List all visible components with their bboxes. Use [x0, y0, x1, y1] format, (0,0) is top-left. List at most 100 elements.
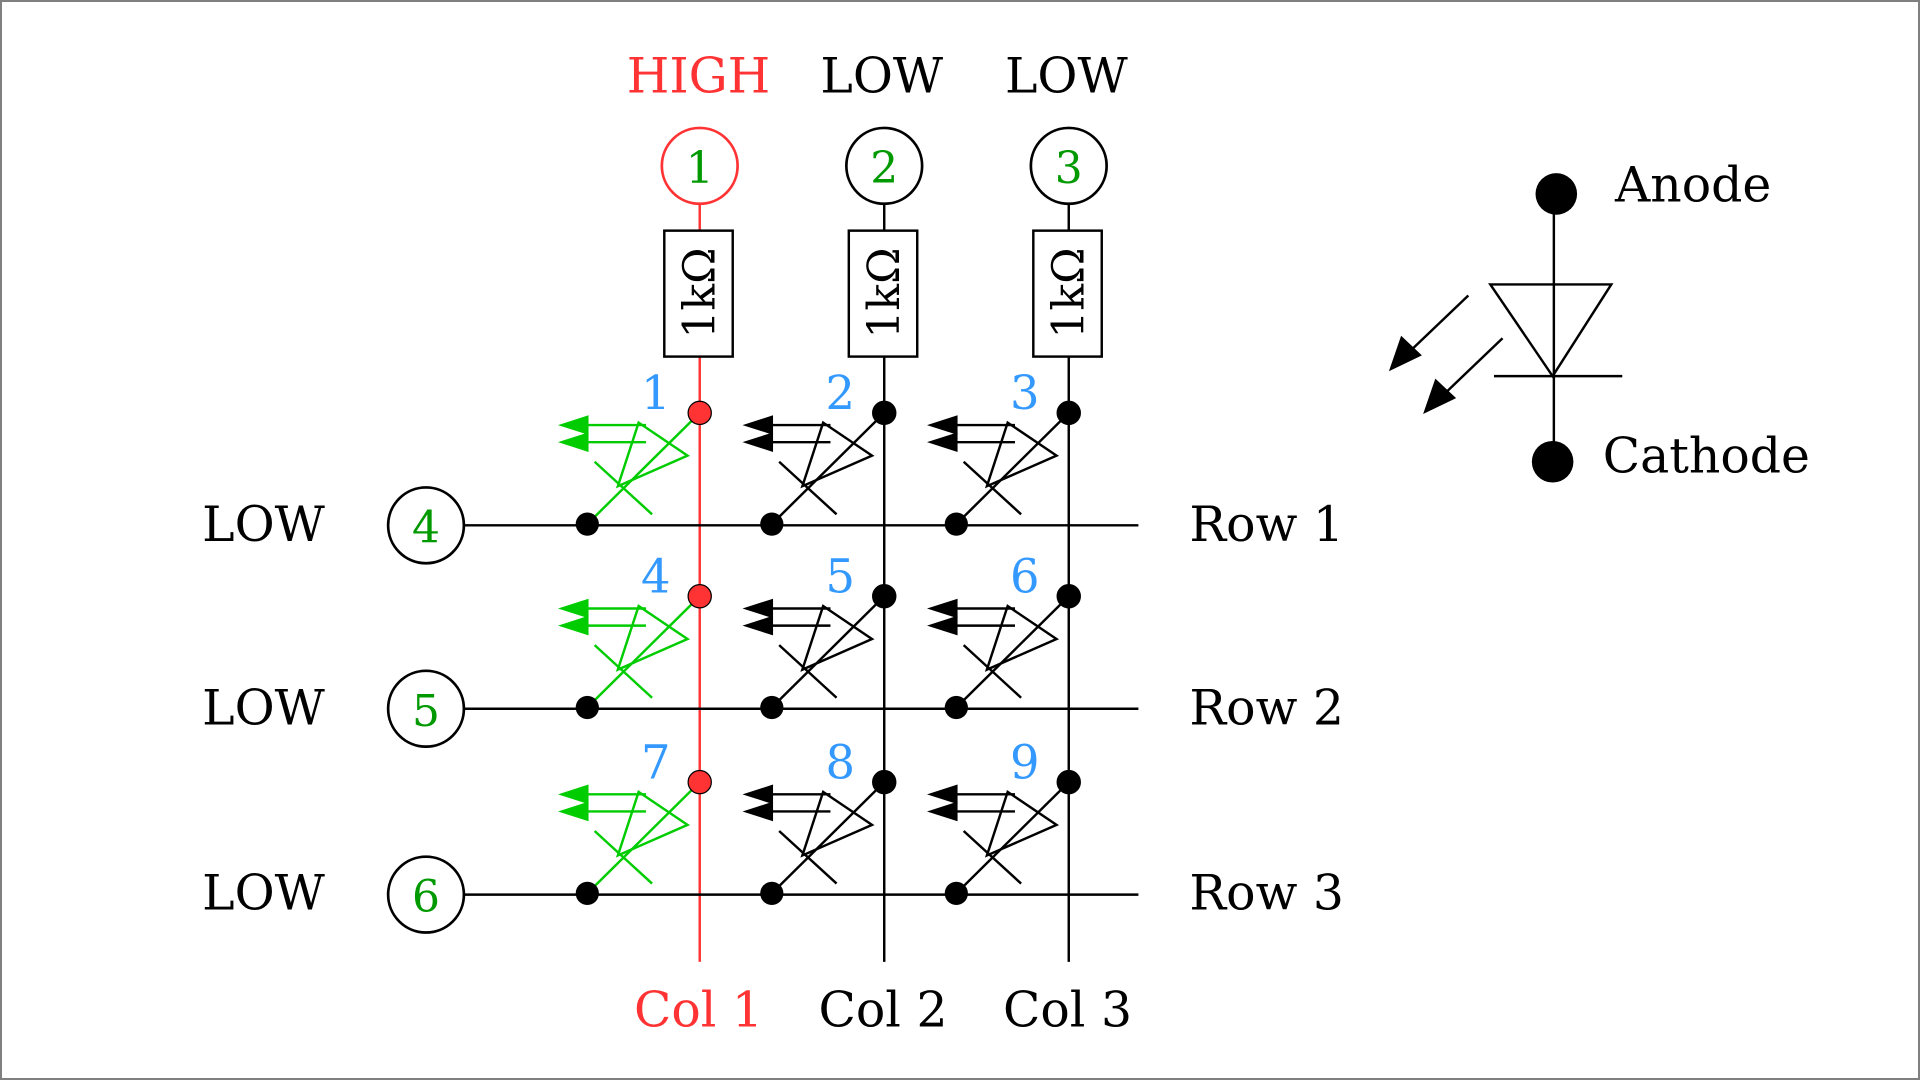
row-3-pin-number: 6: [412, 872, 440, 923]
column-labels: Col 1 Col 2 Col 3: [634, 982, 1132, 1039]
column-3-pin-circle: [1029, 126, 1108, 206]
led-anode-junction: [687, 584, 712, 609]
led-lead: [955, 781, 1070, 895]
led-7: 7: [557, 735, 712, 905]
led-light-arrow-icon: [742, 415, 774, 435]
led-diode-triangle: [984, 604, 1060, 672]
led-cathode-junction: [760, 695, 784, 720]
row-2-pin-circle: [386, 669, 466, 748]
led-anode-junction: [872, 584, 897, 609]
led-light-arrow-icon: [742, 598, 774, 619]
led-2: 2: [742, 366, 897, 536]
legend-light-arrows-icon: [1388, 294, 1504, 415]
column-2-pin-number: 2: [870, 143, 898, 194]
led-index-label: 4: [641, 550, 671, 604]
led-lead: [770, 411, 886, 525]
led-cathode-junction: [575, 512, 599, 536]
led-index-label: 2: [825, 366, 855, 420]
column-2-label: Col 2: [818, 982, 947, 1039]
led-lead: [586, 595, 701, 709]
led-light-arrow-icon: [927, 801, 958, 822]
led-1: 1: [557, 366, 712, 536]
led-anode-junction: [1056, 769, 1081, 795]
led-light-arrow-icon: [927, 432, 958, 452]
led-cathode-bar: [778, 460, 838, 516]
led-cathode-junction: [944, 512, 968, 536]
led-cathode-junction: [575, 881, 599, 905]
led-light-arrow-icon: [927, 615, 958, 636]
column-1-resistor-value: 1kΩ: [674, 247, 725, 338]
led-cathode-bar: [593, 460, 653, 516]
led-index-label: 9: [1010, 735, 1040, 789]
column-1-pin-number: 1: [686, 143, 714, 194]
row-pins: LOW LOW LOW 4 5 6 Row 1 Row 2 Row 3: [202, 486, 1344, 934]
led-lead: [586, 411, 701, 525]
led-lead: [770, 595, 886, 709]
column-1-label: Col 1: [634, 982, 763, 1039]
column-3-pin-number: 3: [1055, 143, 1083, 194]
row-2-state-label: LOW: [202, 680, 325, 737]
column-3-resistor-value: 1kΩ: [1043, 247, 1094, 338]
led-diode-triangle: [800, 420, 875, 489]
led-light-arrow-icon: [927, 415, 958, 435]
led-6: 6: [927, 550, 1081, 720]
led-light-arrow-icon: [557, 598, 589, 619]
column-1-pin-circle: [660, 126, 739, 206]
led-lead: [955, 411, 1070, 525]
led-diode-triangle: [984, 420, 1060, 489]
led-8: 8: [742, 735, 897, 905]
row-3-label: Row 3: [1189, 864, 1344, 921]
column-3-resistor: [1032, 229, 1103, 358]
led-diode-triangle: [615, 604, 691, 672]
row-2-label: Row 2: [1189, 680, 1344, 737]
led-anode-junction: [872, 769, 897, 795]
column-1-resistor: [663, 229, 734, 358]
led-cathode-junction: [760, 512, 784, 536]
legend-cathode-label: Cathode: [1603, 428, 1810, 485]
row-1-pin-number: 4: [412, 502, 440, 553]
row-2-pin-number: 5: [412, 686, 440, 737]
resistors: 1kΩ 1kΩ 1kΩ: [663, 229, 1103, 358]
led-light-arrow-icon: [742, 801, 774, 822]
led-anode-junction: [1056, 584, 1081, 609]
column-pins: 1 2 3: [660, 126, 1108, 206]
legend-cathode-dot: [1531, 440, 1574, 483]
led-light-arrow-icon: [557, 784, 589, 805]
led-light-arrow-icon: [742, 784, 774, 805]
led-index-label: 5: [825, 550, 855, 604]
row-3-pin-circle: [386, 855, 466, 934]
led-index-label: 8: [825, 735, 855, 789]
led-cathode-bar: [778, 830, 838, 885]
led-cathode-junction: [575, 695, 599, 720]
led-cathode-bar: [962, 830, 1022, 885]
row-1-pin-circle: [386, 486, 466, 565]
led-diode-triangle: [800, 604, 875, 672]
led-diode-triangle: [615, 789, 691, 858]
column-2-pin-circle: [845, 126, 924, 206]
led-diode-triangle: [984, 789, 1060, 858]
led-anode-junction: [687, 769, 712, 795]
led-light-arrow-icon: [742, 432, 774, 452]
column-2-resistor: [847, 229, 919, 358]
led-cathode-bar: [593, 644, 653, 699]
led-cathode-bar: [962, 460, 1022, 516]
led-index-label: 6: [1010, 550, 1040, 604]
led-light-arrow-icon: [557, 432, 589, 452]
led-cathode-bar: [778, 644, 838, 699]
row-1-label: Row 1: [1189, 496, 1344, 553]
led-cathode-junction: [760, 881, 784, 905]
led-lead: [955, 595, 1070, 709]
column-2-state-label: LOW: [820, 47, 943, 104]
led-cathode-junction: [944, 695, 968, 720]
legend-anode-label: Anode: [1614, 156, 1771, 213]
led-diode-triangle: [615, 420, 691, 489]
led-diode-triangle: [800, 789, 875, 858]
column-3-label: Col 3: [1003, 982, 1132, 1039]
led-anode-junction: [872, 400, 897, 426]
led-4: 4: [557, 550, 712, 720]
led-cathode-junction: [944, 881, 968, 905]
led-symbol-legend: Anode Cathode: [1388, 156, 1810, 485]
led-lead: [586, 781, 701, 895]
